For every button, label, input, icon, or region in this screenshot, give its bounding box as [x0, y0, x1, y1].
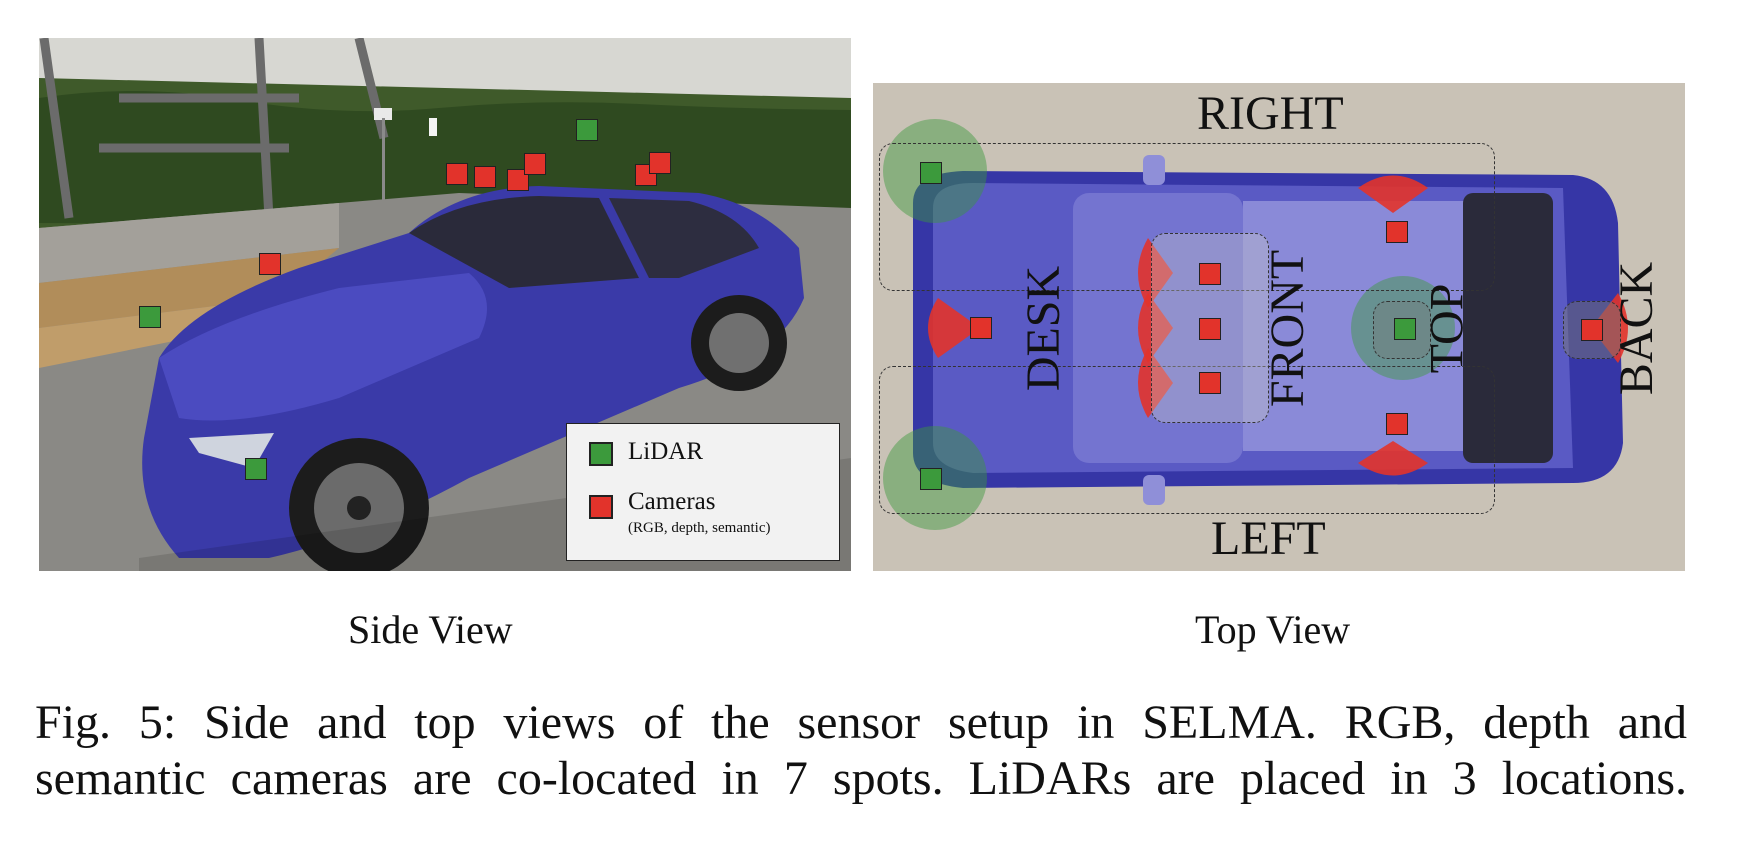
- camera-marker-front-2: [1199, 318, 1221, 340]
- figure-caption: Fig. 5: Side and top views of the sensor…: [35, 695, 1687, 807]
- zone-label-left: LEFT: [1211, 512, 1326, 565]
- camera-marker-front-3: [1199, 372, 1221, 394]
- subcaption-side-view: Side View: [348, 607, 513, 652]
- zone-right-box: [879, 143, 1495, 291]
- top-view-scene: [883, 119, 1628, 530]
- side-view-image: LiDAR Cameras (RGB, depth, semantic): [39, 38, 851, 571]
- caption-line-2: semantic cameras are co-located in 7 spo…: [35, 752, 1687, 805]
- camera-marker-right: [1386, 221, 1408, 243]
- caption-line-1: Fig. 5: Side and top views of the sensor…: [35, 696, 1687, 749]
- lidar-marker-left: [139, 306, 161, 328]
- subcaption-top-view: Top View: [1195, 607, 1351, 652]
- legend-cameras-label: Cameras: [628, 488, 716, 515]
- camera-marker: [507, 169, 529, 191]
- camera-marker-back: [1581, 319, 1603, 341]
- lidar-marker-front: [245, 458, 267, 480]
- lidar-marker-left: [920, 468, 942, 490]
- legend-cameras-sublabel: (RGB, depth, semantic): [628, 520, 771, 536]
- zone-label-back: BACK: [1610, 261, 1664, 396]
- zone-label-desk: DESK: [1017, 265, 1071, 392]
- zone-label-front: FRONT: [1261, 249, 1315, 408]
- camera-marker: [524, 153, 546, 175]
- top-view-image: RIGHT LEFT DESK FRONT TOP BACK: [873, 83, 1685, 571]
- camera-marker-front-1: [1199, 263, 1221, 285]
- camera-marker-desk: [970, 317, 992, 339]
- legend-lidar-swatch: [589, 442, 613, 466]
- camera-marker-left: [1386, 413, 1408, 435]
- lidar-marker-top: [576, 119, 598, 141]
- zone-label-top: TOP: [1420, 283, 1474, 374]
- camera-marker: [649, 152, 671, 174]
- legend: LiDAR Cameras (RGB, depth, semantic): [566, 423, 840, 561]
- camera-marker: [259, 253, 281, 275]
- camera-marker: [474, 166, 496, 188]
- camera-marker: [446, 163, 468, 185]
- zone-left-box: [879, 366, 1495, 514]
- lidar-marker-top: [1394, 318, 1416, 340]
- legend-lidar-label: LiDAR: [628, 438, 703, 465]
- zone-label-right: RIGHT: [1197, 87, 1344, 140]
- legend-camera-swatch: [589, 495, 613, 519]
- lidar-marker-right: [920, 162, 942, 184]
